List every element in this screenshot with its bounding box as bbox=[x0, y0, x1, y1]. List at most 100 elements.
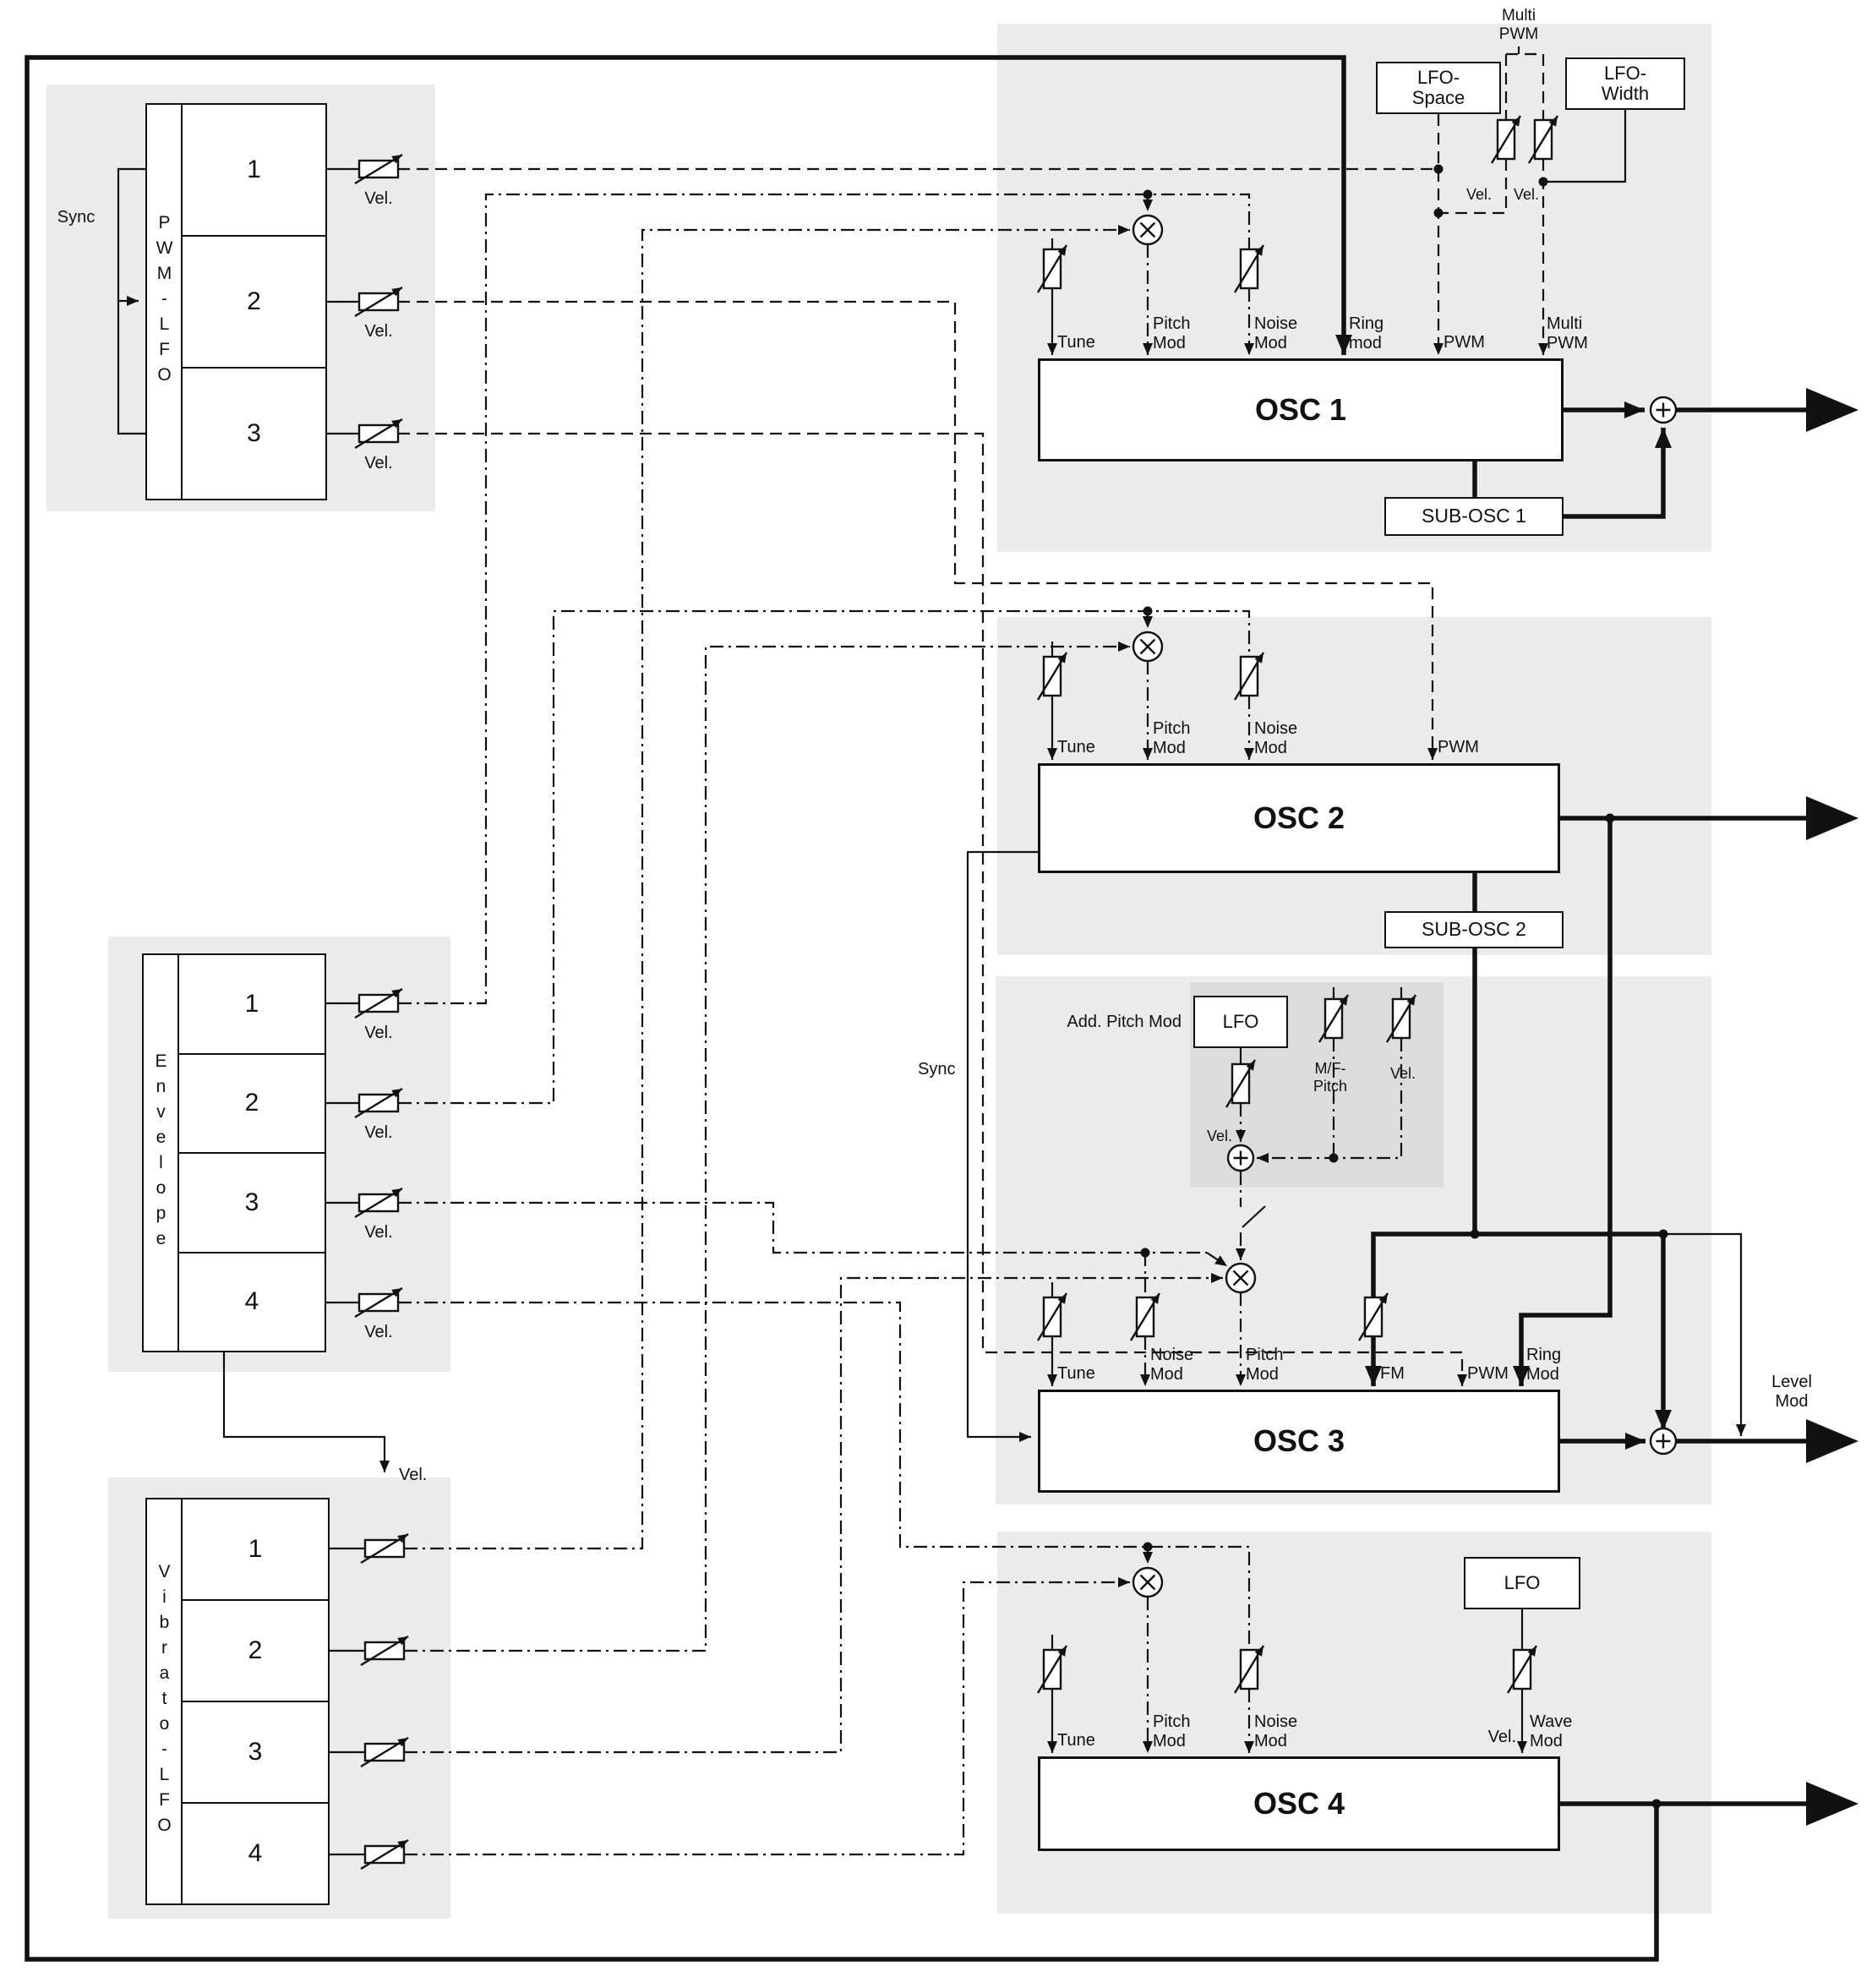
osc2-pitch-mod-label: Pitch Mod bbox=[1153, 719, 1191, 757]
osc4-noise-mod-label: Noise Mod bbox=[1254, 1712, 1298, 1750]
lfo-width-box: LFO-Width bbox=[1565, 57, 1685, 110]
junction-dot bbox=[1658, 1229, 1668, 1239]
pwm-lfo2-wire bbox=[398, 300, 1438, 760]
vib4-mod-wire bbox=[404, 1577, 1130, 1856]
vibrato-vel-label: Vel. bbox=[399, 1466, 428, 1484]
osc1-panel bbox=[997, 24, 1711, 552]
attenuator-osc3-fm-icon bbox=[1359, 1293, 1388, 1341]
envelope-to-vibrato-wire bbox=[222, 1352, 390, 1472]
vel-label: Vel. bbox=[364, 189, 393, 208]
vel-label: Vel. bbox=[1513, 186, 1540, 203]
add-pitch-adder-icon bbox=[1226, 1144, 1255, 1172]
osc3-adder-icon bbox=[1649, 1427, 1678, 1456]
osc4-output-arrowhead bbox=[1806, 1782, 1858, 1826]
multi-pwm-top-label: Multi PWM bbox=[1498, 7, 1539, 43]
osc2-output-arrowhead bbox=[1806, 796, 1858, 840]
osc2-tune-label: Tune bbox=[1057, 738, 1095, 756]
multi-pwm-merge-wire bbox=[1438, 159, 1508, 215]
control-wires bbox=[117, 110, 1746, 1856]
junction-dot bbox=[1538, 177, 1548, 187]
level-mod-label: Level Mod bbox=[1771, 1373, 1812, 1411]
feedback-to-osc1-ring-wire bbox=[25, 55, 1659, 1962]
osc1-output-arrowhead bbox=[1806, 388, 1858, 432]
vel-label: Vel. bbox=[364, 1323, 393, 1341]
attenuator-env3-icon bbox=[355, 1188, 402, 1217]
attenuator-lfo-width-icon bbox=[1529, 116, 1558, 163]
osc3-tune-label: Tune bbox=[1057, 1364, 1095, 1383]
attenuator-pwm1-icon bbox=[355, 155, 402, 183]
sub-osc1-box: SUB-OSC 1 bbox=[1384, 497, 1564, 536]
junction-dot bbox=[1143, 606, 1153, 616]
env3-mod-wire bbox=[398, 1201, 1207, 1254]
lfo-width-label: LFO-Width bbox=[1601, 62, 1650, 104]
output-arrowheads bbox=[1806, 388, 1858, 1826]
osc2-multiplier-icon bbox=[1132, 631, 1164, 663]
vel-label: Vel. bbox=[364, 1223, 393, 1242]
vibrato-lfo-vertical-label: Vibrato-LFO bbox=[147, 1499, 183, 1903]
vibrato-lfo-output-1: 1 bbox=[248, 1535, 263, 1563]
lfo-space-label: LFO-Space bbox=[1411, 66, 1465, 108]
junction-dot bbox=[1329, 1153, 1339, 1163]
osc4-multiplier-icon bbox=[1132, 1566, 1164, 1598]
lfo-width-wire bbox=[1547, 110, 1627, 183]
osc3-label: OSC 3 bbox=[1253, 1423, 1345, 1459]
audio-wires bbox=[25, 55, 1806, 1962]
osc4-lfo-label: LFO bbox=[1504, 1571, 1541, 1593]
attenuator-vib4-icon bbox=[361, 1840, 408, 1869]
envelope-output-2: 2 bbox=[179, 1052, 325, 1153]
osc1-multiplier-icon bbox=[1132, 214, 1164, 246]
sub1-out-wire bbox=[1564, 428, 1672, 519]
vibrato-lfo-output-4: 4 bbox=[183, 1802, 328, 1903]
vib3-mod-wire bbox=[404, 1273, 1223, 1754]
osc1-multi-pwm-label: Multi PWM bbox=[1547, 314, 1588, 352]
osc2-to-osc3-ring-wire bbox=[1513, 818, 1613, 1386]
osc1-noise-mod-label: Noise Mod bbox=[1254, 314, 1298, 352]
vibrato-lfo-output-2: 2 bbox=[183, 1599, 328, 1701]
osc3-mult-diag-wire bbox=[1206, 1252, 1228, 1267]
junction-dot bbox=[1433, 164, 1444, 174]
osc3-noise-mod-label: Noise Mod bbox=[1150, 1346, 1194, 1384]
attenuator-pwm2-icon bbox=[355, 287, 402, 316]
junction-dot bbox=[1140, 1248, 1150, 1258]
attenuator-lfo-space-icon bbox=[1492, 116, 1520, 163]
osc3-sync-label: Sync bbox=[918, 1060, 956, 1079]
level-mod-wire bbox=[1663, 1232, 1746, 1436]
vel-label: Vel. bbox=[364, 1123, 393, 1142]
osc1-box: OSC 1 bbox=[1038, 358, 1564, 462]
osc2-label: OSC 2 bbox=[1253, 800, 1345, 836]
sub-osc1-label: SUB-OSC 1 bbox=[1422, 505, 1526, 527]
osc4-label: OSC 4 bbox=[1253, 1786, 1345, 1821]
attenuator-vib3-icon bbox=[361, 1738, 408, 1767]
osc2-box: OSC 2 bbox=[1038, 763, 1560, 873]
junction-dot bbox=[1470, 1229, 1480, 1239]
osc4-pitch-mod-label: Pitch Mod bbox=[1153, 1712, 1191, 1750]
attenuator-env4-icon bbox=[355, 1288, 402, 1317]
mf-vel-to-sum-wire bbox=[1257, 1038, 1403, 1163]
envelope-module: Envelope 1 2 3 4 bbox=[142, 953, 326, 1352]
osc1-label: OSC 1 bbox=[1254, 392, 1347, 428]
attenuator-lfo3-icon bbox=[1226, 1060, 1255, 1107]
attenuator-env1-icon bbox=[355, 989, 402, 1018]
sub2-to-fm-wire bbox=[1371, 1232, 1475, 1297]
pwm-lfo-vertical-label: PWM-LFO bbox=[147, 105, 183, 499]
junction-dot bbox=[1143, 189, 1153, 199]
attenuator-vib1-icon bbox=[361, 1534, 408, 1563]
envelope-output-3: 3 bbox=[179, 1152, 325, 1252]
envelope-output-1: 1 bbox=[244, 989, 259, 1018]
osc3-box: OSC 3 bbox=[1038, 1390, 1560, 1493]
pwm-lfo-module: PWM-LFO 1 2 3 bbox=[145, 103, 327, 500]
osc4-vel-label: Vel. bbox=[1487, 1728, 1516, 1746]
osc3-fm-label: FM bbox=[1380, 1364, 1405, 1383]
mf-vel-label: Vel. bbox=[1389, 1065, 1416, 1082]
lfo-space-box: LFO-Space bbox=[1376, 62, 1501, 114]
attenuator-osc4-tune-icon bbox=[1038, 1646, 1067, 1693]
osc2-osc3-sync-wire bbox=[966, 850, 1038, 1442]
attenuator-mf-vel-icon bbox=[1387, 995, 1416, 1042]
switch-blade bbox=[1242, 1205, 1266, 1228]
envelope-outputs: 1 2 3 4 bbox=[179, 955, 325, 1351]
lfo3-vel-label: Vel. bbox=[1206, 1128, 1232, 1144]
osc3-lfo-box: LFO bbox=[1193, 996, 1288, 1048]
env1-mod-wire bbox=[398, 193, 1251, 1005]
